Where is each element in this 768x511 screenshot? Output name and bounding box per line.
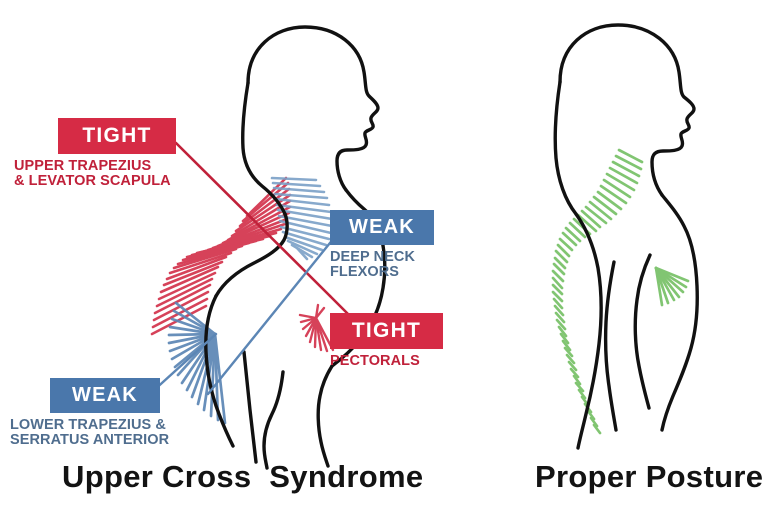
label-weak-lower-trapezius[interactable]: WEAK LOWER TRAPEZIUS & SERRATUS ANTERIOR (10, 378, 169, 448)
label-weak-deep-neck-flexors[interactable]: WEAK DEEP NECK FLEXORS (330, 210, 434, 280)
label-tight-upper-trapezius[interactable]: TIGHT UPPER TRAPEZIUS & LEVATOR SCAPULA (14, 118, 176, 189)
neck-extensor-fan (580, 148, 644, 229)
label-detail: LOWER TRAPEZIUS & SERRATUS ANTERIOR (10, 417, 170, 448)
label-detail: UPPER TRAPEZIUS & LEVATOR SCAPULA (14, 158, 171, 189)
leader-weak-lower-trapezius (150, 332, 218, 394)
lower-back-fan (654, 266, 690, 307)
left-body-outline (204, 25, 387, 470)
caption-proper-posture: Proper Posture (535, 459, 764, 494)
pectorals-fan (298, 303, 335, 353)
right-figure-proper-posture (551, 23, 699, 450)
caption-upper-cross-syndrome: Upper Cross Syndrome (62, 459, 424, 494)
leader-weak-deep-neck-flexors (206, 231, 340, 396)
upper-back-fan (551, 213, 602, 435)
badge-tight: TIGHT (58, 118, 176, 154)
badge-weak: WEAK (330, 210, 434, 245)
leader-tight-upper-trapezius (174, 141, 332, 298)
right-body-outline (553, 23, 699, 450)
left-figure-upper-cross-syndrome (150, 25, 387, 470)
leader-lines (150, 141, 354, 396)
label-tight-pectorals[interactable]: TIGHT PECTORALS (330, 313, 443, 369)
label-detail: DEEP NECK FLEXORS (330, 249, 415, 280)
badge-tight: TIGHT (330, 313, 443, 349)
deep-neck-flexors-fan (270, 176, 334, 261)
badge-weak: WEAK (50, 378, 160, 413)
label-detail: PECTORALS (330, 353, 420, 369)
